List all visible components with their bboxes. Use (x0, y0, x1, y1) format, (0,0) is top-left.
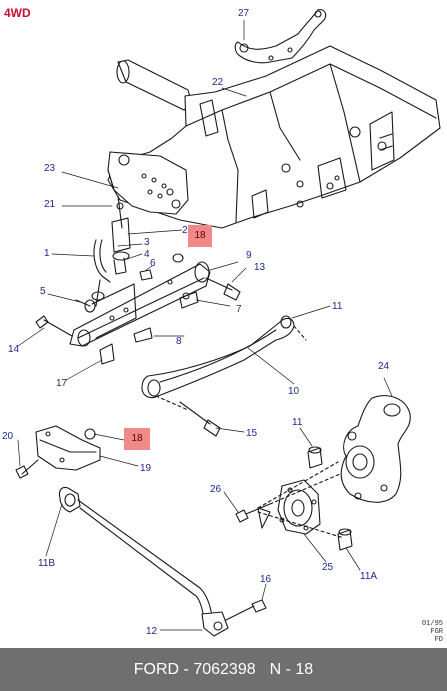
callout-27: 27 (238, 8, 250, 19)
lower-arm-assembly (69, 261, 211, 365)
callout-5: 5 (40, 286, 46, 297)
callout-10: 10 (288, 386, 300, 397)
callout-20: 20 (2, 431, 14, 442)
washers (133, 269, 199, 343)
callout-11B: 11B (38, 558, 56, 569)
callout-18-highlight-bottom[interactable]: 18 (124, 428, 150, 450)
callout-18-highlight-top[interactable]: 18 (188, 225, 212, 247)
callout-23: 23 (44, 163, 56, 174)
parts-diagram: 4WD 27 22 23 21 1 2 18 3 4 6 5 9 13 7 11… (2, 6, 443, 644)
bush-11-knuckle (307, 446, 353, 551)
callout-12: 12 (146, 626, 158, 637)
footer-ref: N - 18 (269, 660, 314, 678)
ref-triangle (257, 507, 271, 529)
callout-6: 6 (150, 258, 156, 269)
callout-14: 14 (8, 344, 20, 355)
callout-13: 13 (254, 262, 266, 273)
callout-26: 26 (210, 484, 222, 495)
callout-2: 2 (182, 225, 188, 236)
callout-24: 24 (378, 361, 390, 372)
callout-11A: 11A (360, 571, 378, 582)
part-11B-tie-rod (58, 486, 267, 637)
footer-brand-part: FORD - 7062398 (133, 660, 256, 678)
stamp-date: 01/95 (421, 620, 443, 628)
part-27-link (234, 9, 327, 64)
part-24-knuckle (340, 395, 411, 503)
drivetrain-label: 4WD (4, 6, 31, 20)
part-10-lateral-link (141, 315, 295, 399)
part-15-bolt (179, 401, 221, 437)
callout-22: 22 (212, 77, 224, 88)
callout-25: 25 (322, 562, 334, 573)
leader-lines (17, 19, 393, 631)
reference-lines (155, 325, 345, 539)
part-23-bracket (107, 151, 189, 215)
diagram-drawing (15, 9, 441, 637)
callout-17: 17 (56, 378, 68, 389)
callout-16: 16 (260, 574, 272, 585)
callout-8: 8 (176, 336, 182, 347)
stamp-code-2: FD (434, 636, 443, 644)
revision-stamp: 01/95 FGR FD (422, 620, 443, 644)
part-5-bolt (75, 299, 96, 313)
part-1-link (91, 239, 111, 307)
callout-21: 21 (44, 199, 56, 210)
callout-11-upper: 11 (332, 301, 343, 312)
callout-9: 9 (246, 250, 252, 261)
part-21-bolt (111, 195, 131, 275)
callout-1: 1 (44, 248, 50, 259)
part-25-hub (277, 479, 321, 535)
callout-7: 7 (236, 304, 242, 315)
part-19-bracket (15, 425, 101, 479)
part-14-bolt (35, 315, 73, 337)
part-13-bolt (205, 277, 241, 301)
part-26-bolt (235, 503, 271, 523)
callout-3: 3 (144, 237, 150, 248)
callout-4: 4 (144, 249, 150, 260)
callout-15: 15 (246, 428, 258, 439)
callout-11-lower: 11 (292, 417, 303, 428)
footer-bar: FORD - 7062398 N - 18 (0, 648, 447, 691)
stamp-code-1: FGR (430, 628, 443, 636)
callout-19: 19 (140, 463, 152, 474)
part-18-nut-top (172, 253, 184, 263)
part-22-crossmember (107, 45, 441, 229)
